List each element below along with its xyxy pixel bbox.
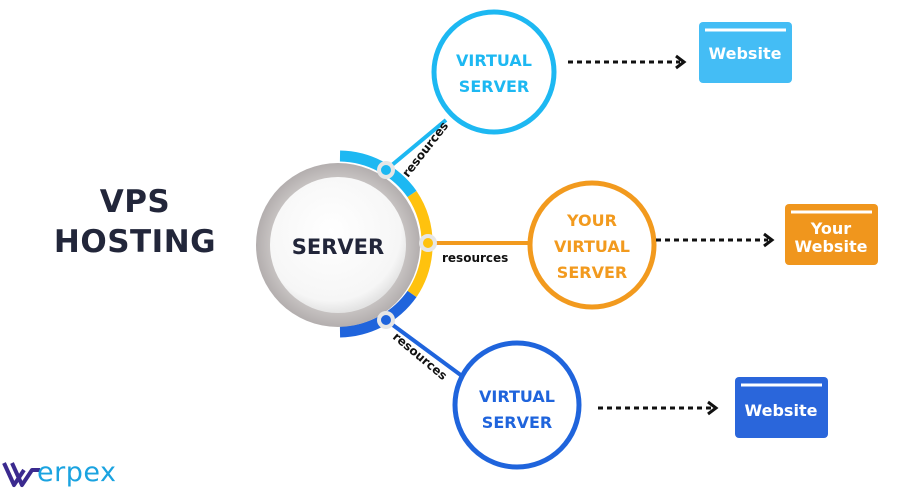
title-line-1: VPS (99, 184, 171, 220)
node-bottom-line-2: SERVER (482, 413, 552, 432)
website-top-label: Website (709, 44, 782, 63)
website-middle-line-2: Website (795, 237, 868, 256)
resources-label-top: resources (399, 119, 451, 180)
title-line-2: HOSTING (53, 224, 217, 260)
website-box-middle: Your Website (785, 204, 878, 265)
arrow-bottom (598, 400, 719, 416)
server-label: SERVER (292, 235, 384, 259)
node-middle-line-3: SERVER (557, 263, 627, 282)
website-box-top: Website (699, 22, 792, 83)
virtual-server-node-bottom: VIRTUAL SERVER (452, 340, 582, 470)
arrow-middle (656, 232, 775, 248)
virtual-server-node-middle: YOUR VIRTUAL SERVER (527, 180, 657, 310)
website-bottom-label: Website (745, 401, 818, 420)
resources-label-middle: resources (442, 251, 508, 265)
verpex-logo-icon (2, 462, 40, 487)
server-inner-disk (270, 177, 406, 313)
node-middle-line-1: YOUR (566, 211, 617, 230)
arrow-top (568, 54, 687, 70)
connector-dot-middle (419, 234, 437, 252)
verpex-logo-text: erpex (37, 457, 117, 488)
connector-bottom (384, 318, 464, 378)
connector-dot-top (377, 161, 395, 179)
resources-label-bottom: resources (390, 330, 450, 383)
node-bottom-line-1: VIRTUAL (479, 387, 555, 406)
node-top-line-1: VIRTUAL (456, 51, 532, 70)
connector-top (384, 118, 448, 172)
node-top-line-2: SERVER (459, 77, 529, 96)
diagram-title: VPS HOSTING (50, 182, 220, 262)
virtual-server-node-top: VIRTUAL SERVER (431, 9, 557, 135)
connector-dot-bottom (377, 311, 395, 329)
website-middle-line-1: Your (810, 219, 852, 238)
node-middle-line-2: VIRTUAL (554, 237, 630, 256)
website-box-bottom: Website (735, 377, 828, 438)
